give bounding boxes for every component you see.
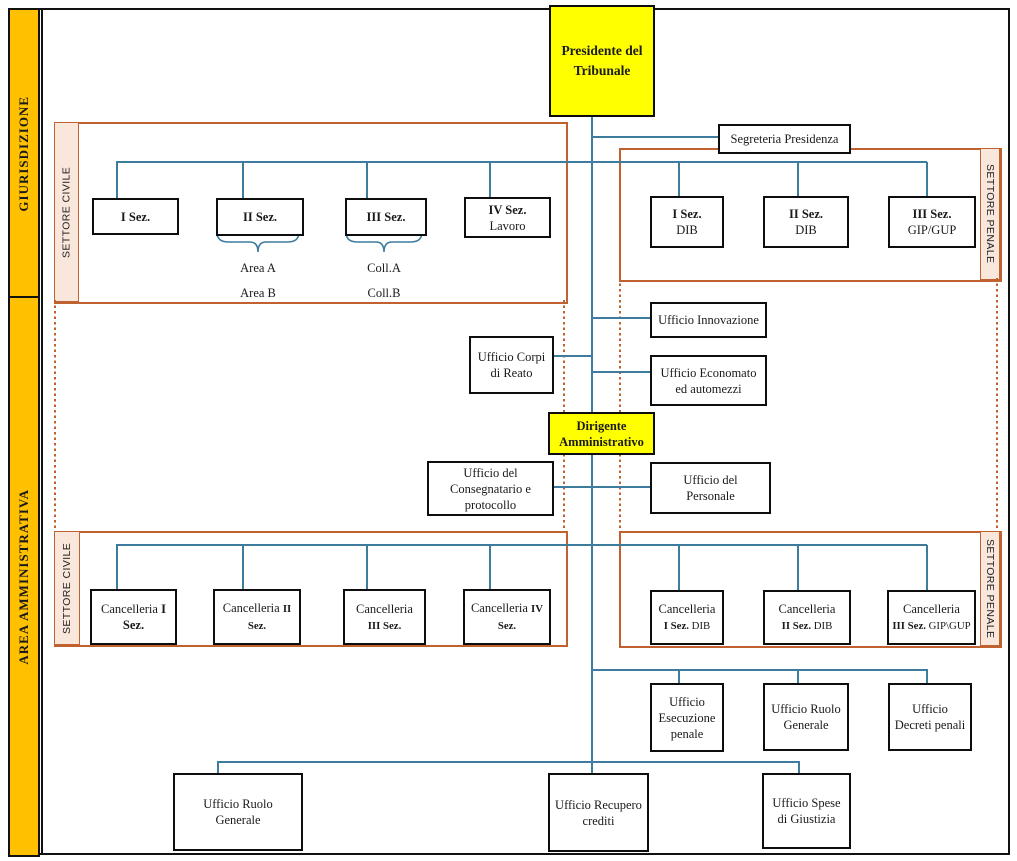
drop-canc-civ-1 <box>116 545 118 589</box>
dotted-line-civil-left <box>54 300 56 531</box>
dotted-line-penal-right <box>996 278 998 531</box>
box-iii-sez-civile: III Sez. <box>345 198 427 236</box>
box-ii-sez-civile: II Sez. <box>216 198 304 236</box>
connector-bottom-row <box>217 761 800 763</box>
giurisdizione-label: GIURISDIZIONE <box>16 96 31 212</box>
drop-sez-civ-1 <box>116 162 118 198</box>
settore-penale-bottom-strip: SETTORE PENALE <box>980 531 1000 646</box>
drop-canc-civ-4 <box>489 545 491 589</box>
label-coll-a: Coll.A <box>367 261 401 275</box>
connector-innovazione <box>591 317 650 319</box>
drop-canc-pen-1 <box>678 545 680 590</box>
brace-iii-sez <box>345 232 423 254</box>
settore-civile-top-strip: SETTORE CIVILE <box>54 122 79 302</box>
settore-penale-bottom-container <box>619 531 1002 648</box>
connector-sections-top <box>116 161 927 163</box>
box-ii-sez-dib: II Sez.DIB <box>763 196 849 248</box>
drop-canc-pen-3 <box>926 545 928 590</box>
drop-sez-pen-3 <box>926 162 928 196</box>
drop-sez-pen-1 <box>678 162 680 196</box>
brace-ii-sez <box>216 232 300 254</box>
drop-decreti-penali <box>926 670 928 683</box>
box-i-sez-dib: I Sez.DIB <box>650 196 724 248</box>
connector-segreteria <box>591 136 718 138</box>
label-coll-b: Coll.B <box>367 286 401 300</box>
box-segreteria-presidenza: Segreteria Presidenza <box>718 124 851 154</box>
box-i-sez-civile: I Sez. <box>92 198 179 235</box>
drop-spese-giustizia <box>798 762 800 773</box>
drop-canc-pen-2 <box>797 545 799 590</box>
connector-consegnatario-personale <box>550 486 650 488</box>
connector-economato <box>591 371 650 373</box>
sidebar-section-giurisdizione: GIURISDIZIONE <box>8 8 40 300</box>
drop-sez-civ-3 <box>366 162 368 198</box>
drop-sez-pen-2 <box>797 162 799 196</box>
connector-main-vertical-top <box>591 113 593 413</box>
label-area-b: Area B <box>240 286 276 300</box>
drop-ruolo-generale <box>217 762 219 773</box>
label-area-a: Area A <box>240 261 276 275</box>
connector-cancellerie <box>116 544 927 546</box>
settore-penale-top-strip: SETTORE PENALE <box>980 148 1000 280</box>
sidebar-section-area-amministrativa: AREA AMMINISTRATIVA <box>8 296 40 857</box>
drop-sez-civ-2 <box>242 162 244 198</box>
dotted-line-penal-left <box>619 278 621 531</box>
drop-canc-civ-3 <box>366 545 368 589</box>
box-ufficio-innovazione: Ufficio Innovazione <box>650 302 767 338</box>
connector-uffici-penali <box>591 669 928 671</box>
drop-sez-civ-4 <box>489 162 491 197</box>
connector-corpi-di-reato <box>550 355 591 357</box>
drop-canc-civ-2 <box>242 545 244 589</box>
drop-ruolo-generale-penale <box>797 670 799 683</box>
area-amministrativa-label: AREA AMMINISTRATIVA <box>16 488 31 665</box>
connector-main-vertical-bottom <box>591 451 593 773</box>
frame-divider <box>41 8 43 853</box>
box-iii-sez-gip-gup: III Sez.GIP/GUP <box>888 196 976 248</box>
settore-civile-bottom-strip: SETTORE CIVILE <box>54 531 80 645</box>
box-iv-sez-lavoro: IV Sez.Lavoro <box>464 197 551 238</box>
drop-esecuzione <box>678 670 680 683</box>
